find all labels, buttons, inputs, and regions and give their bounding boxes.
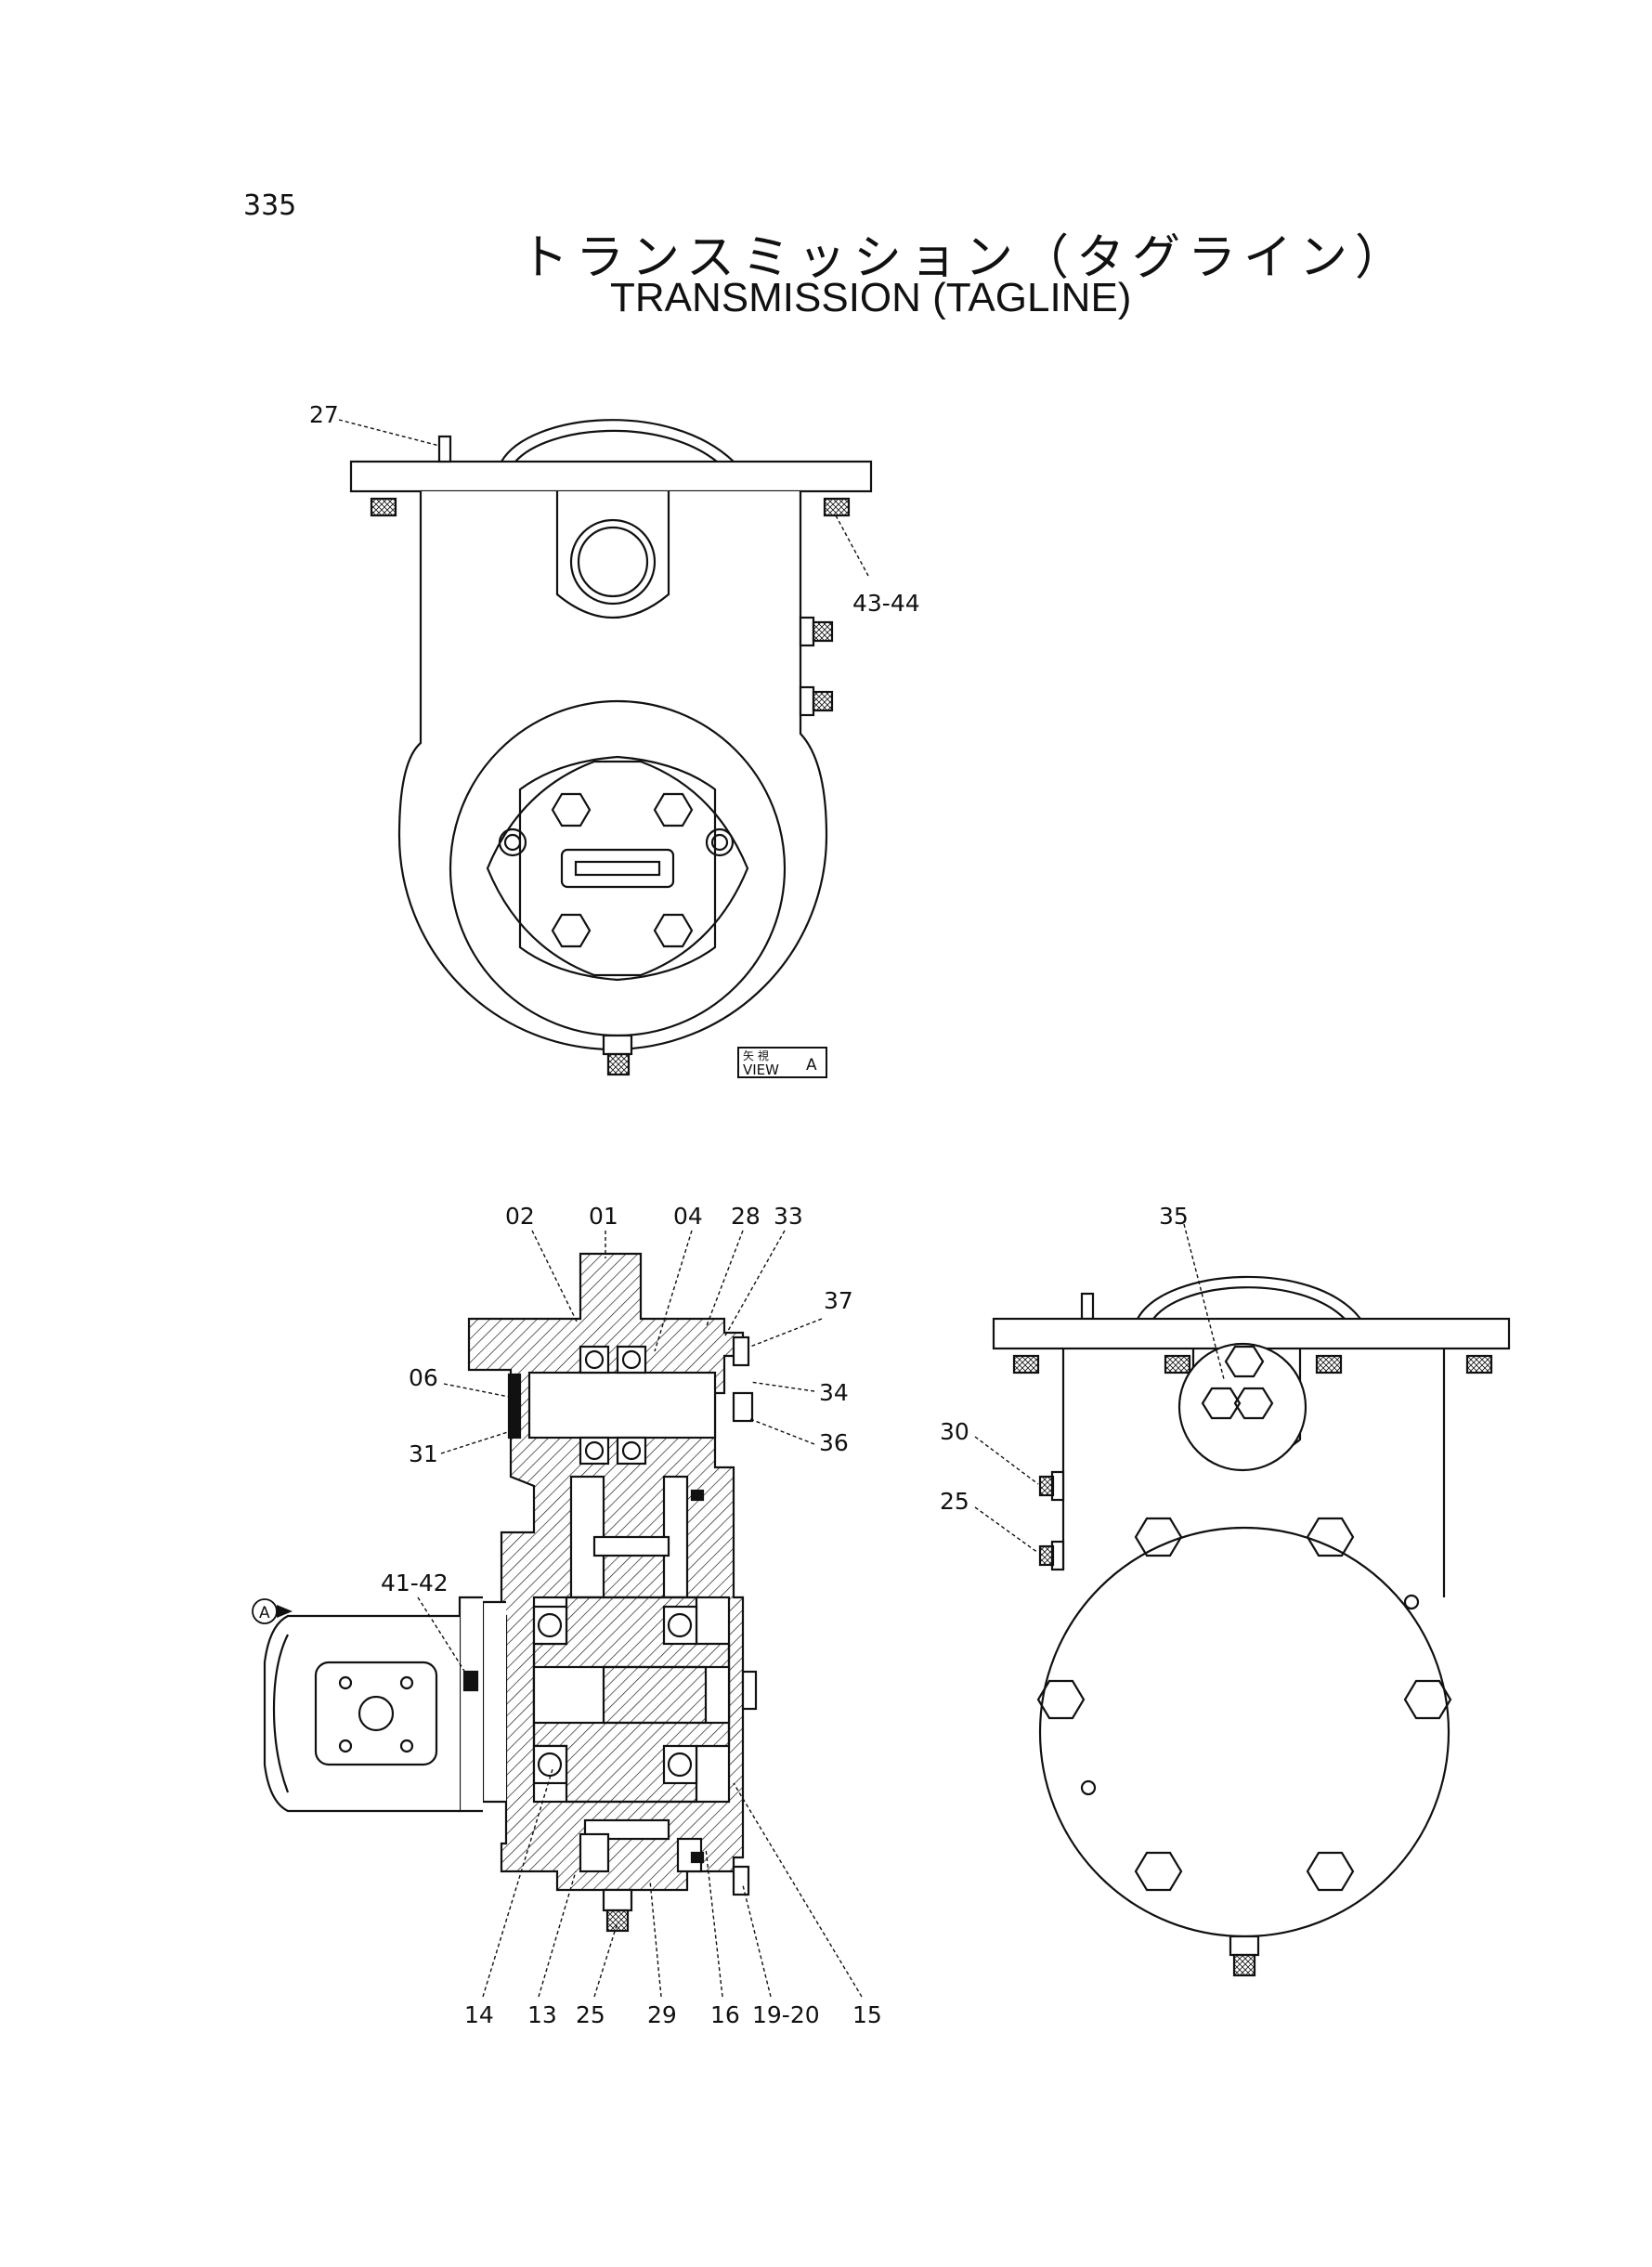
label-33: 33 xyxy=(774,1203,803,1230)
label-35: 35 xyxy=(1159,1203,1189,1230)
label-25-section: 25 xyxy=(576,2001,605,2028)
title-english: TRANSMISSION (TAGLINE) xyxy=(610,275,1132,320)
label-37: 37 xyxy=(824,1287,853,1314)
label-43-44: 43-44 xyxy=(852,590,920,617)
top-leaders xyxy=(338,419,869,577)
side-view xyxy=(992,1275,1511,1977)
label-16: 16 xyxy=(710,2001,740,2028)
page-number: 335 xyxy=(243,189,297,222)
label-15: 15 xyxy=(852,2001,882,2028)
label-06: 06 xyxy=(409,1364,438,1391)
label-13: 13 xyxy=(527,2001,557,2028)
view-a-marker: A xyxy=(252,1598,293,1624)
label-29: 29 xyxy=(647,2001,677,2028)
side-leaders xyxy=(974,1223,1225,1554)
label-04: 04 xyxy=(673,1203,703,1230)
label-19-20: 19-20 xyxy=(752,2001,820,2028)
title-japanese: トランスミッション（タグライン） xyxy=(520,230,1411,286)
view-a-label: 矢 視 VIEW A xyxy=(737,1047,827,1078)
label-36: 36 xyxy=(819,1429,849,1456)
section-leaders xyxy=(417,1230,863,1998)
label-25-side: 25 xyxy=(940,1488,969,1515)
label-31: 31 xyxy=(409,1440,438,1467)
hydraulic-motor xyxy=(263,1596,506,1813)
top-view xyxy=(349,419,873,1076)
section-view xyxy=(467,1252,758,1933)
svg-text:矢 視: 矢 視 xyxy=(743,1049,769,1062)
svg-text:A: A xyxy=(259,1604,270,1622)
label-34: 34 xyxy=(819,1379,849,1406)
label-27: 27 xyxy=(309,401,339,428)
label-14: 14 xyxy=(464,2001,494,2028)
label-01: 01 xyxy=(589,1203,618,1230)
label-41-42: 41-42 xyxy=(381,1570,449,1596)
svg-text:A: A xyxy=(806,1056,817,1075)
label-02: 02 xyxy=(505,1203,535,1230)
label-30: 30 xyxy=(940,1418,969,1445)
label-28: 28 xyxy=(731,1203,761,1230)
svg-text:VIEW: VIEW xyxy=(743,1062,779,1078)
